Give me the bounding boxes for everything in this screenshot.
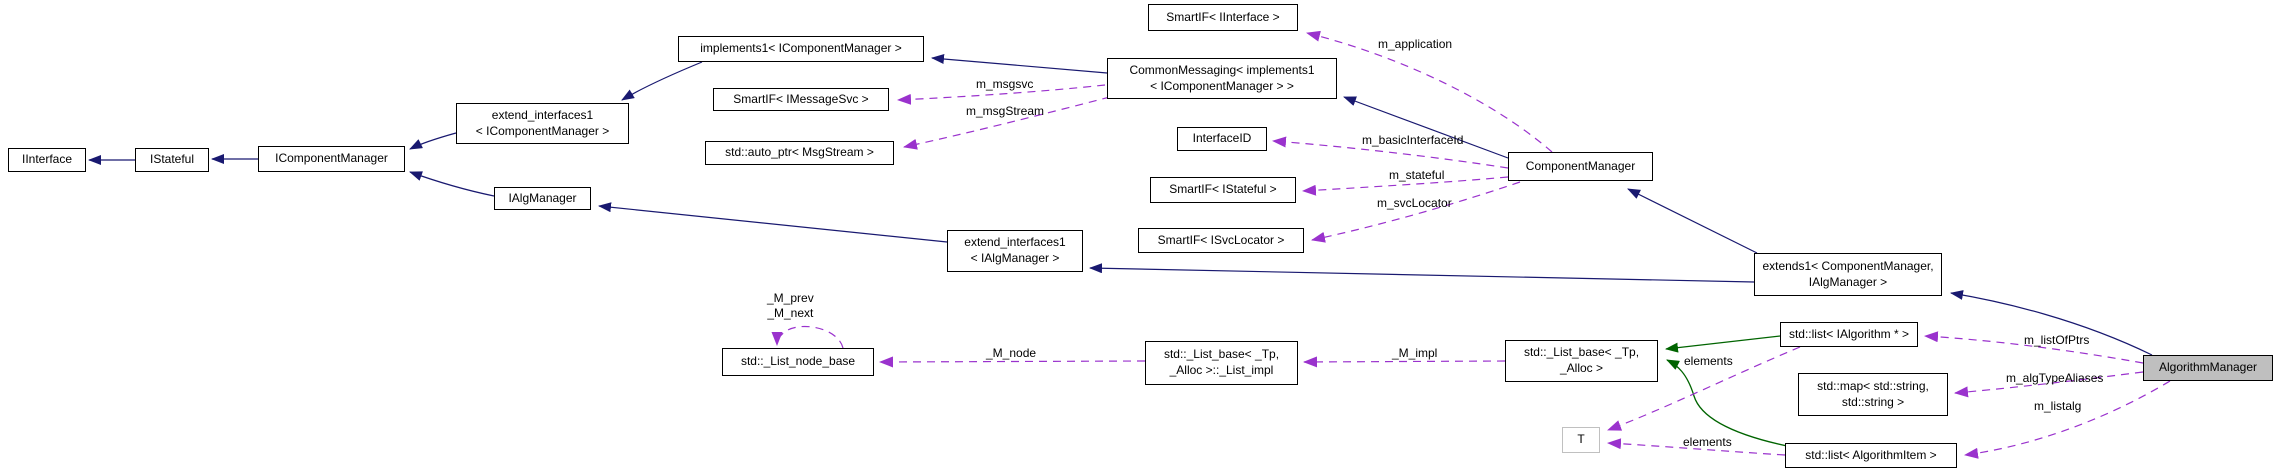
edge-label-m-prev-m-next: _M_prev _M_next [767,291,814,320]
node-extend-interfaces1-icomponentmanager[interactable]: extend_interfaces1 < IComponentManager > [456,103,629,144]
node-smartif-isvclocator[interactable]: SmartIF< ISvcLocator > [1138,228,1304,253]
edge-componentmanager-commonmessaging [1343,96,1509,159]
node-componentmanager[interactable]: ComponentManager [1508,152,1653,181]
edge-algorithmmanager-listalgorithmitem [1964,380,2171,459]
edge-listbase-listimpl [1303,356,1506,368]
edge-commonmessaging-smartifimessagesvc [897,84,1106,105]
edge-componentmanager-interfaceid [1272,136,1509,169]
node-iinterface[interactable]: IInterface [8,148,86,172]
edge-label-m-basicinterfaceid: m_basicInterfaceId [1362,133,1464,147]
edge-extendinterfaces1iam-ialgmanager [598,202,948,243]
edge-label-elements-bottom: elements [1683,435,1732,449]
node-ialgmanager[interactable]: IAlgManager [494,187,591,210]
node-smartif-iinterface[interactable]: SmartIF< IInterface > [1148,4,1298,31]
node-list-ialgorithm[interactable]: std::list< IAlgorithm * > [1780,322,1918,347]
edge-label-m-node: _M_node [986,346,1037,360]
node-algorithmmanager: AlgorithmManager [2143,355,2273,381]
edge-ialgmanager-icomponentmanager [409,171,495,197]
edge-algorithmmanager-listialgorithm [1924,331,2144,364]
edge-label-m-svclocator: m_svcLocator [1377,196,1452,210]
node-implements1-icomponentmanager[interactable]: implements1< IComponentManager > [678,36,924,62]
node-list-algorithmitem[interactable]: std::list< AlgorithmItem > [1785,443,1957,468]
node-list-impl[interactable]: std::_List_base< _Tp, _Alloc >::_List_im… [1145,341,1298,385]
edge-label-m-listofptrs: m_listOfPtrs [2024,333,2090,347]
node-interfaceid[interactable]: InterfaceID [1177,127,1267,151]
edge-componentmanager-smartifiinterface [1306,30,1553,153]
edge-listimpl-listnodebase [879,356,1146,368]
edge-label-m-algtypealiases: m_algTypeAliases [2006,371,2104,385]
node-auto-ptr-msgstream[interactable]: std::auto_ptr< MsgStream > [705,141,894,165]
edge-listalgorithmitem-t [1607,438,1786,456]
node-istateful[interactable]: IStateful [135,148,209,172]
node-list-base[interactable]: std::_List_base< _Tp, _Alloc > [1505,340,1658,382]
edge-componentmanager-smartifistateful [1302,176,1509,196]
edge-label-m-msgstream: m_msgStream [966,104,1045,118]
edge-listialgorithm-t [1607,346,1801,431]
edge-extends1-componentmanager [1627,188,1758,254]
node-template-param-t: T [1562,427,1600,453]
node-list-node-base[interactable]: std::_List_node_base [722,348,874,376]
node-commonmessaging[interactable]: CommonMessaging< implements1 < IComponen… [1107,58,1337,99]
edge-extendinterfaces1icm-icomponentmanager [409,132,457,150]
node-extends1[interactable]: extends1< ComponentManager, IAlgManager … [1754,253,1942,296]
edge-extends1-extendinterfaces1iam [1089,263,1755,283]
node-smartif-istateful[interactable]: SmartIF< IStateful > [1150,177,1296,203]
edge-algorithmmanager-extends1 [1950,290,2153,356]
edge-commonmessaging-implements1 [931,54,1108,74]
edge-label-m-impl: _M_impl [1392,346,1438,360]
edge-listnodebase-self [771,325,844,349]
edge-implements1-extendinterfaces1icm [621,61,703,101]
edge-listalgorithmitem-listbase [1666,359,1788,447]
node-icomponentmanager[interactable]: IComponentManager [258,146,405,172]
edge-label-m-stateful: m_stateful [1389,168,1445,182]
node-map-string-string[interactable]: std::map< std::string, std::string > [1798,373,1948,416]
edge-label-elements-top: elements [1684,354,1733,368]
node-extend-interfaces1-ialgmanager[interactable]: extend_interfaces1 < IAlgManager > [947,230,1083,272]
edge-label-m-msgsvc: m_msgsvc [976,77,1034,91]
edge-commonmessaging-autoptrmsgstream [903,96,1111,150]
edge-label-m-application: m_application [1378,37,1453,51]
edge-label-m-listalg: m_listalg [2034,399,2082,413]
edge-componentmanager-smartifisvclocator [1311,181,1521,243]
node-smartif-imessagesvc[interactable]: SmartIF< IMessageSvc > [713,88,889,111]
edge-listialgorithm-listbase [1665,335,1781,353]
